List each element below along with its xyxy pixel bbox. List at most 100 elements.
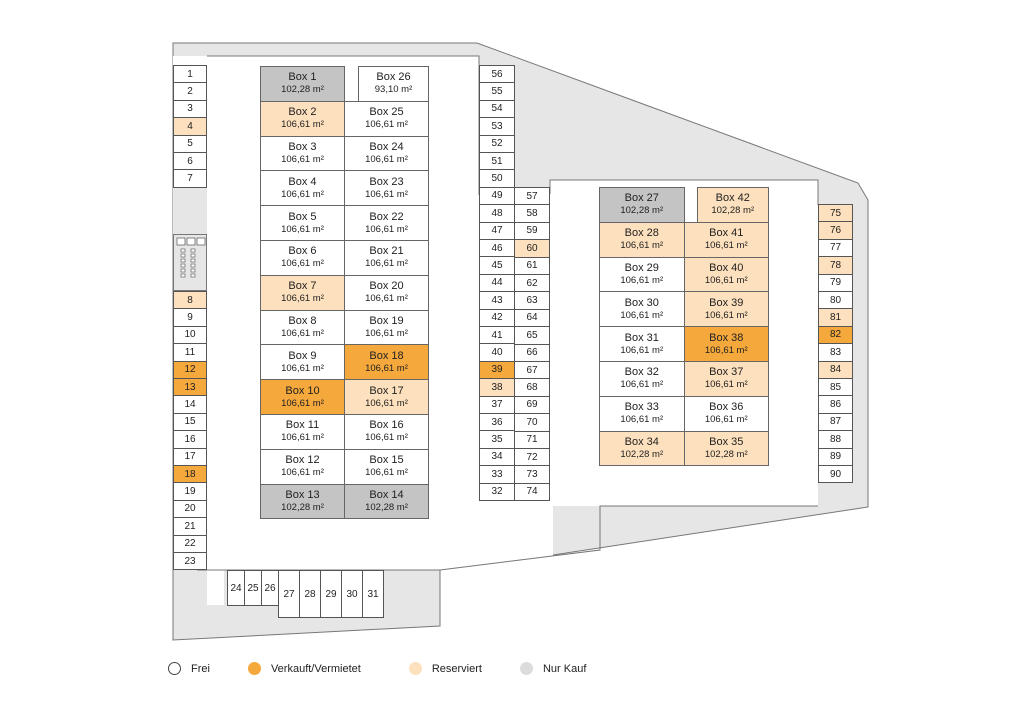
- parking-space-62[interactable]: 62: [514, 274, 550, 293]
- parking-space-28[interactable]: 28: [299, 570, 321, 618]
- parking-space-2[interactable]: 2: [173, 82, 207, 101]
- parking-space-51[interactable]: 51: [479, 152, 515, 171]
- parking-space-47[interactable]: 47: [479, 221, 515, 240]
- parking-space-56[interactable]: 56: [479, 65, 515, 84]
- parking-space-3[interactable]: 3: [173, 99, 207, 119]
- parking-space-27[interactable]: 27: [278, 570, 300, 618]
- parking-space-66[interactable]: 66: [514, 343, 550, 362]
- parking-space-86[interactable]: 86: [818, 395, 853, 414]
- parking-space-22[interactable]: 22: [173, 534, 207, 553]
- parking-space-9[interactable]: 9: [173, 308, 207, 327]
- parking-space-87[interactable]: 87: [818, 412, 853, 432]
- parking-space-79[interactable]: 79: [818, 273, 853, 292]
- parking-space-6[interactable]: 6: [173, 152, 207, 171]
- parking-space-50[interactable]: 50: [479, 169, 515, 188]
- parking-space-49[interactable]: 49: [479, 186, 515, 206]
- parking-space-36[interactable]: 36: [479, 413, 515, 432]
- parking-space-31[interactable]: 31: [362, 570, 384, 618]
- parking-space-42[interactable]: 42: [479, 308, 515, 327]
- parking-space-34[interactable]: 34: [479, 447, 515, 467]
- parking-space-44[interactable]: 44: [479, 273, 515, 293]
- parking-space-8[interactable]: 8: [173, 291, 207, 310]
- parking-space-84[interactable]: 84: [818, 360, 853, 379]
- parking-space-54[interactable]: 54: [479, 99, 515, 119]
- parking-space-74[interactable]: 74: [514, 482, 550, 502]
- parking-space-7[interactable]: 7: [173, 169, 207, 188]
- parking-space-26[interactable]: 26: [261, 570, 279, 606]
- parking-space-24[interactable]: 24: [227, 570, 245, 606]
- parking-space-29[interactable]: 29: [320, 570, 342, 618]
- parking-space-43[interactable]: 43: [479, 291, 515, 310]
- parking-space-78[interactable]: 78: [818, 256, 853, 275]
- parking-space-83[interactable]: 83: [818, 343, 853, 362]
- parking-space-90[interactable]: 90: [818, 465, 853, 484]
- parking-space-32[interactable]: 32: [479, 482, 515, 501]
- parking-space-25[interactable]: 25: [244, 570, 262, 606]
- parking-space-35[interactable]: 35: [479, 430, 515, 449]
- parking-space-77[interactable]: 77: [818, 238, 853, 258]
- parking-space-37[interactable]: 37: [479, 395, 515, 414]
- parking-space-85[interactable]: 85: [818, 378, 853, 397]
- parking-space-57[interactable]: 57: [514, 187, 550, 206]
- parking-space-88[interactable]: 88: [818, 430, 853, 449]
- parking-space-17[interactable]: 17: [173, 447, 207, 466]
- parking-space-67[interactable]: 67: [514, 361, 550, 380]
- parking-space-81[interactable]: 81: [818, 308, 853, 327]
- parking-space-5[interactable]: 5: [173, 134, 207, 153]
- parking-space-1[interactable]: 1: [173, 65, 207, 84]
- parking-space-63[interactable]: 63: [514, 291, 550, 310]
- parking-space-40[interactable]: 40: [479, 343, 515, 362]
- parking-space-14[interactable]: 14: [173, 395, 207, 414]
- parking-space-89[interactable]: 89: [818, 447, 853, 466]
- parking-space-73[interactable]: 73: [514, 465, 550, 484]
- parking-space-30[interactable]: 30: [341, 570, 363, 618]
- parking-space-13[interactable]: 13: [173, 378, 207, 397]
- parking-space-46[interactable]: 46: [479, 239, 515, 258]
- parking-space-41[interactable]: 41: [479, 326, 515, 345]
- parking-space-19[interactable]: 19: [173, 482, 207, 501]
- parking-space-23[interactable]: 23: [173, 552, 207, 571]
- parking-space-82[interactable]: 82: [818, 325, 853, 345]
- parking-space-69[interactable]: 69: [514, 395, 550, 415]
- parking-space-10[interactable]: 10: [173, 325, 207, 345]
- parking-space-58[interactable]: 58: [514, 204, 550, 223]
- parking-space-64[interactable]: 64: [514, 308, 550, 328]
- parking-space-45[interactable]: 45: [479, 256, 515, 275]
- parking-space-61[interactable]: 61: [514, 256, 550, 275]
- parking-space-48[interactable]: 48: [479, 204, 515, 223]
- parking-space-60[interactable]: 60: [514, 239, 550, 258]
- parking-space-12[interactable]: 12: [173, 360, 207, 379]
